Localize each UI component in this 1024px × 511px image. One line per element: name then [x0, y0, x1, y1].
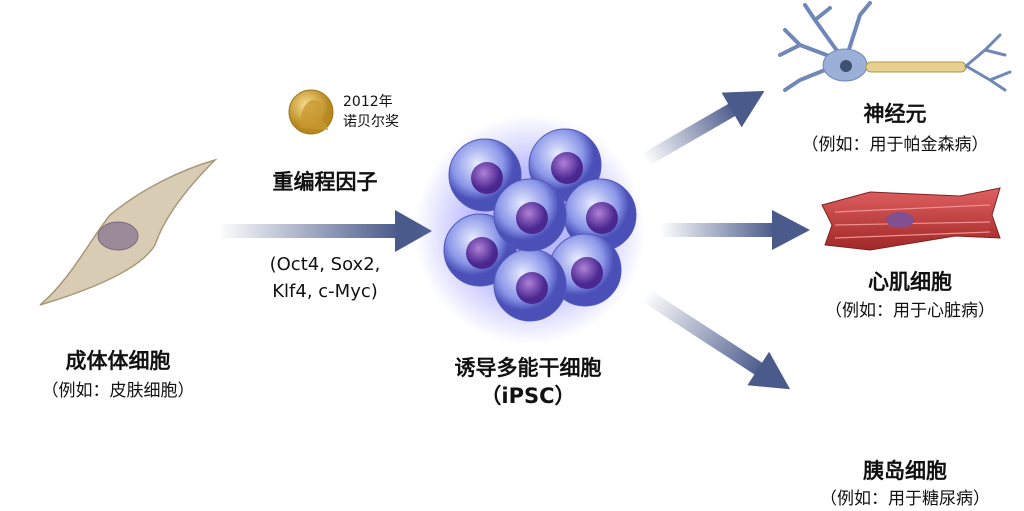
ipsc-abbr: （iPSC）	[480, 384, 576, 408]
islet-example: （例如：用于糖尿病）	[820, 489, 990, 509]
reprogramming-factors-title: 重编程因子	[272, 170, 378, 194]
ipsc-cluster-illustration	[415, 115, 645, 345]
ipsc-title: 诱导多能干细胞	[454, 356, 602, 380]
ipsc-nucleus	[466, 237, 498, 269]
ipsc-nucleus	[551, 152, 583, 184]
ipsc-nucleus	[571, 257, 603, 289]
nobel-year: 2012年	[343, 94, 393, 110]
factors-line-1: (Oct4, Sox2,	[269, 254, 381, 275]
ipsc-nucleus	[471, 162, 503, 194]
factors-line-2: Klf4, c-Myc)	[272, 281, 378, 302]
neuron-illustration	[778, 1, 1012, 92]
ipsc-nucleus	[516, 272, 548, 304]
nobel-medal-icon	[288, 89, 334, 135]
nobel-prize-label: 2012年 诺贝尔奖	[343, 92, 399, 132]
fibroblast-cell-illustration	[39, 158, 218, 306]
ipsc-nucleus	[586, 202, 618, 234]
cardiomyocyte-title: 心肌细胞	[868, 270, 952, 294]
source-cell-title: 成体体细胞	[65, 349, 171, 373]
nobel-prize: 诺贝尔奖	[343, 114, 399, 130]
differentiation-arrows	[641, 91, 810, 390]
reprogramming-arrow	[218, 210, 432, 252]
cardiomyocyte-example: （例如：用于心脏病）	[825, 301, 995, 321]
source-cell-example: （例如：皮肤细胞）	[41, 381, 195, 401]
islet-title: 胰岛细胞	[863, 459, 947, 483]
neuron-example: （例如：用于帕金森病）	[801, 135, 989, 155]
neuron-title: 神经元	[863, 102, 927, 126]
ipsc-nucleus	[516, 202, 548, 234]
cardiomyocyte-illustration	[821, 187, 1001, 251]
